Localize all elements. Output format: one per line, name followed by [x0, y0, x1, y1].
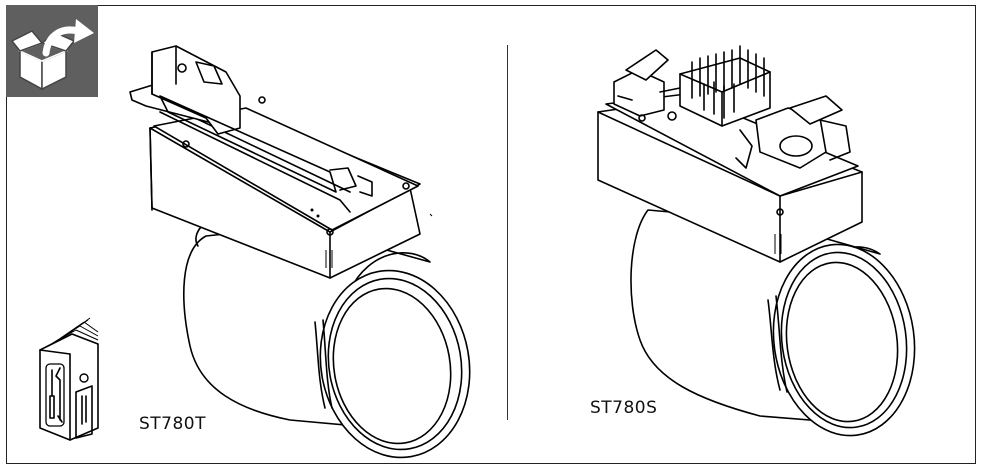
product-illustration-right — [590, 40, 916, 437]
model-label-st780t: ST780T — [139, 414, 207, 434]
panel-divider — [507, 45, 508, 420]
instruction-manual-tools-icon — [26, 316, 116, 444]
product-illustration-left — [120, 40, 480, 459]
model-label-st780s: ST780S — [590, 398, 658, 418]
sheet-border — [6, 5, 976, 464]
open-box-arrow-icon — [6, 5, 98, 97]
